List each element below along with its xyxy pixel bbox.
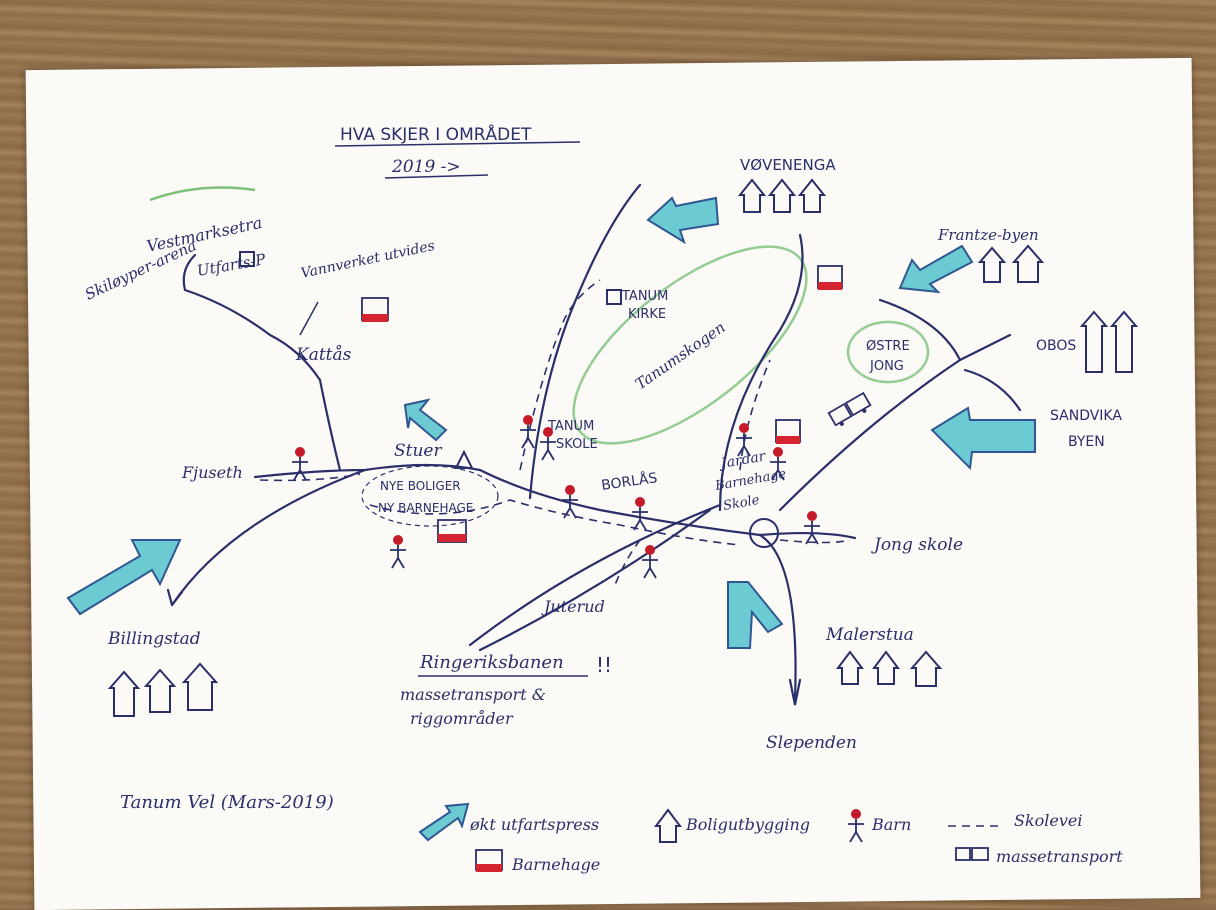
legend-kindergarten: Barnehage: [475, 849, 600, 874]
child-ny-barnehage: [390, 535, 406, 569]
label-jardar-1: Jardar: [717, 448, 768, 472]
child-tanum-skole-1: [520, 415, 536, 449]
kindergarten-jardar: [775, 419, 801, 444]
label-sandvika-2: BYEN: [1068, 434, 1105, 450]
footer-author: Tanum Vel (Mars-2019): [120, 792, 334, 813]
label-juterud: Juterud: [541, 597, 605, 616]
label-utfarts-p: Utfarts-P: [196, 250, 268, 280]
label-tanumskogen: Tanumskogen: [632, 318, 729, 393]
ostre-jong-area: [846, 320, 930, 384]
houses-vovenenga: [737, 178, 827, 213]
label-ostre-jong-1: ØSTRE: [866, 339, 910, 354]
houses-billingstad: [107, 662, 219, 717]
label-sandvika-1: SANDVIKA: [1050, 408, 1122, 424]
legend-kindergarten-label: Barnehage: [511, 855, 600, 874]
legend-truck: massetransport: [955, 847, 1123, 866]
kindergarten-north: [817, 265, 843, 290]
child-jardar-1: [736, 423, 752, 457]
tanumskogen-forest-area: [572, 245, 808, 445]
label-borlas: BORLÅS: [600, 469, 658, 494]
label-tanum-skole-2: SKOLE: [556, 437, 598, 452]
map-title: HVA SKJER I OMRÅDET: [340, 123, 532, 145]
houses-obos: [1079, 310, 1139, 373]
main-road: [253, 463, 762, 537]
label-vannverket: Vannverket utvides: [300, 238, 437, 282]
truck-icon: [827, 391, 872, 427]
child-borlas: [632, 497, 648, 531]
road-to-slependen: [758, 533, 797, 702]
kindergarten-vannverket: [361, 297, 389, 322]
label-massetransport-1: massetransport &: [400, 685, 546, 704]
label-obos: OBOS: [1036, 338, 1076, 354]
road-to-jong-skole: [758, 531, 857, 540]
label-ringeriksbanen: Ringeriksbanen: [419, 652, 564, 673]
kindergarten-ny: [437, 519, 467, 543]
child-tanum-skole-2: [540, 427, 556, 461]
label-ringeriksbanen-warning: !!: [596, 653, 612, 677]
label-tanum-kirke-2: KIRKE: [628, 307, 666, 322]
legend-truck-label: massetransport: [996, 847, 1123, 866]
label-stuer: Stuer: [394, 441, 442, 461]
child-jardar-2: [770, 447, 786, 481]
pressure-arrow-malerstua: [727, 581, 784, 649]
child-juterud: [642, 545, 658, 579]
legend-house-label: Boligutbygging: [685, 815, 810, 834]
label-skiloyper-arena: Skiløyper-arena: [82, 236, 199, 303]
legend-child-label: Barn: [871, 815, 911, 834]
legend-arrow: økt utfartspress: [418, 802, 599, 842]
pressure-arrow-frantze: [898, 244, 974, 294]
label-jardar-3: Skole: [722, 493, 761, 514]
label-frantze-byen: Frantze-byen: [937, 226, 1039, 244]
pressure-arrow-sandvika: [930, 406, 1036, 471]
pressure-arrow-vovenenga: [646, 196, 720, 245]
child-fjuseth: [292, 447, 308, 481]
label-jong-skole: Jong skole: [871, 535, 963, 555]
legend-dashed: Skolevei: [948, 811, 1083, 830]
label-vovenenga: VØVENENGA: [740, 156, 836, 174]
label-tanum-kirke-1: TANUM: [621, 289, 668, 304]
legend-dashed-label: Skolevei: [1014, 811, 1083, 830]
label-nye-boliger: NYE BOLIGER: [380, 479, 461, 493]
label-fjuseth: Fjuseth: [181, 463, 243, 482]
label-slependen: Slependen: [766, 733, 857, 753]
houses-malerstua: [836, 650, 943, 687]
pressure-arrow-stuer: [403, 398, 448, 442]
legend-house: Boligutbygging: [654, 808, 810, 843]
label-billingstad: Billingstad: [107, 629, 201, 649]
label-tanum-skole-1: TANUM: [547, 419, 594, 434]
label-massetransport-2: riggområder: [410, 709, 514, 728]
label-malerstua: Malerstua: [825, 625, 914, 645]
legend-arrow-label: økt utfartspress: [469, 815, 599, 834]
label-kattas: Kattås: [295, 345, 352, 365]
legend-child: Barn: [848, 809, 911, 843]
label-ny-barnehage: NY BARNEHAGE: [378, 501, 473, 515]
pressure-arrow-billingstad: [66, 539, 182, 616]
houses-frantze-byen: [977, 244, 1045, 283]
map-subtitle: 2019 ->: [391, 157, 461, 177]
child-jong-skole: [804, 511, 820, 545]
label-ostre-jong-2: JONG: [869, 359, 904, 374]
child-road-1: [562, 485, 578, 519]
